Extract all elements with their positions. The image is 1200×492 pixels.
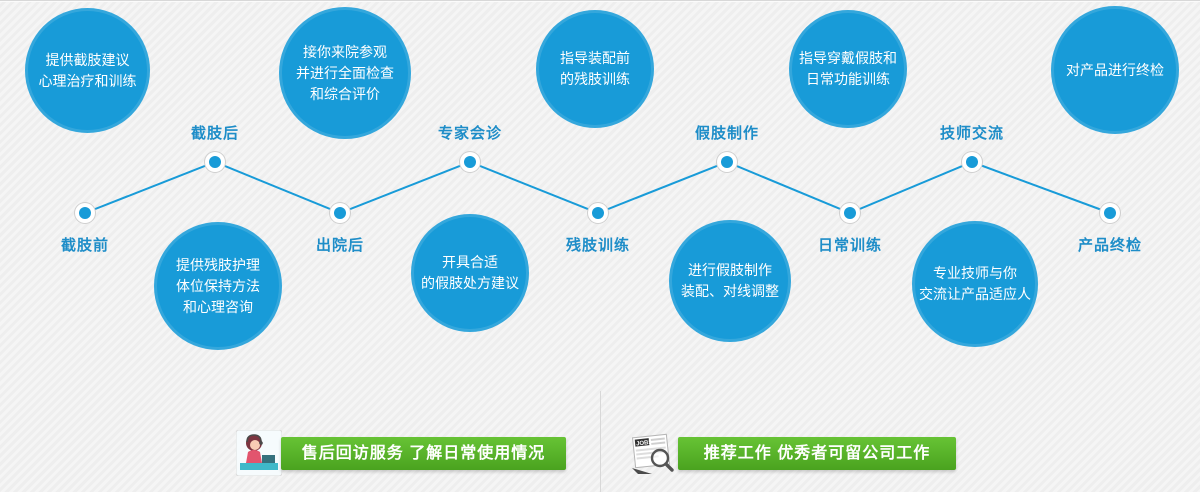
stage-bubble: 对产品进行终检 xyxy=(1051,6,1179,134)
stage-bubble: 指导装配前 的残肢训练 xyxy=(536,10,654,128)
bubble-line: 日常功能训练 xyxy=(806,71,890,87)
bubble-line: 心理治疗和训练 xyxy=(38,72,137,89)
timeline-node xyxy=(844,207,856,219)
jobs-icon-text: JOBS xyxy=(636,440,653,448)
node-label: 专家会诊 xyxy=(437,125,502,142)
bubble-line: 对产品进行终检 xyxy=(1066,61,1164,78)
stage-bubble: 专业技师与你 交流让产品适应人 xyxy=(912,221,1038,347)
bubble-line: 提供残肢护理 xyxy=(176,256,260,273)
node-label: 产品终检 xyxy=(1077,237,1142,254)
bubble-line: 的残肢训练 xyxy=(560,71,630,87)
node-label: 截肢后 xyxy=(190,125,239,142)
vertical-divider xyxy=(600,391,601,492)
bubble-line: 和综合评价 xyxy=(310,85,380,102)
timeline-node xyxy=(209,156,221,168)
bubble-line: 接你来院参观 xyxy=(303,43,387,60)
bubble-line: 专业技师与你 xyxy=(933,265,1017,281)
bubble-line: 并进行全面检查 xyxy=(296,64,394,81)
timeline-node xyxy=(334,207,346,219)
horizontal-divider xyxy=(0,0,1200,2)
timeline-node xyxy=(464,156,476,168)
stage-bubble: 接你来院参观 并进行全面检查 和综合评价 xyxy=(279,7,411,139)
bubble-line: 开具合适 xyxy=(442,254,498,270)
node-label: 日常训练 xyxy=(817,237,882,254)
node-label: 技师交流 xyxy=(939,125,1004,142)
timeline-node xyxy=(592,207,604,219)
stage-bubble: 开具合适 的假肢处方建议 xyxy=(411,214,529,332)
timeline-node xyxy=(79,207,91,219)
node-label: 残肢训练 xyxy=(565,237,630,254)
bubble-line: 指导装配前 xyxy=(560,50,630,66)
timeline-node xyxy=(966,156,978,168)
bubble-line: 的假肢处方建议 xyxy=(421,275,519,291)
timeline-node xyxy=(1104,207,1116,219)
bubble-line: 进行假肢制作 xyxy=(688,262,772,278)
bubble-line: 和心理咨询 xyxy=(183,298,253,315)
job-recommendation-banner[interactable]: 推荐工作 优秀者可留公司工作 xyxy=(678,437,956,470)
node-label: 假肢制作 xyxy=(694,125,759,142)
bubble-line: 提供截肢建议 xyxy=(45,51,130,68)
customer-service-icon xyxy=(235,429,283,481)
bubble-line: 装配、对线调整 xyxy=(681,283,779,299)
aftersale-service-banner[interactable]: 售后回访服务 了解日常使用情况 xyxy=(281,437,566,470)
jobs-icon: JOBS xyxy=(628,428,676,481)
bubble-line: 指导穿戴假肢和 xyxy=(799,50,897,66)
stage-bubble: 提供残肢护理 体位保持方法 和心理咨询 xyxy=(154,222,282,350)
bubble-line: 体位保持方法 xyxy=(176,277,260,294)
stage-bubble: 指导穿戴假肢和 日常功能训练 xyxy=(789,10,907,128)
node-label: 截肢前 xyxy=(60,237,109,254)
timeline-node xyxy=(721,156,733,168)
stage-bubble: 提供截肢建议 心理治疗和训练 xyxy=(25,8,150,133)
stage-bubble: 进行假肢制作 装配、对线调整 xyxy=(669,220,791,342)
node-label: 出院后 xyxy=(315,237,364,254)
bubble-line: 交流让产品适应人 xyxy=(919,286,1031,302)
